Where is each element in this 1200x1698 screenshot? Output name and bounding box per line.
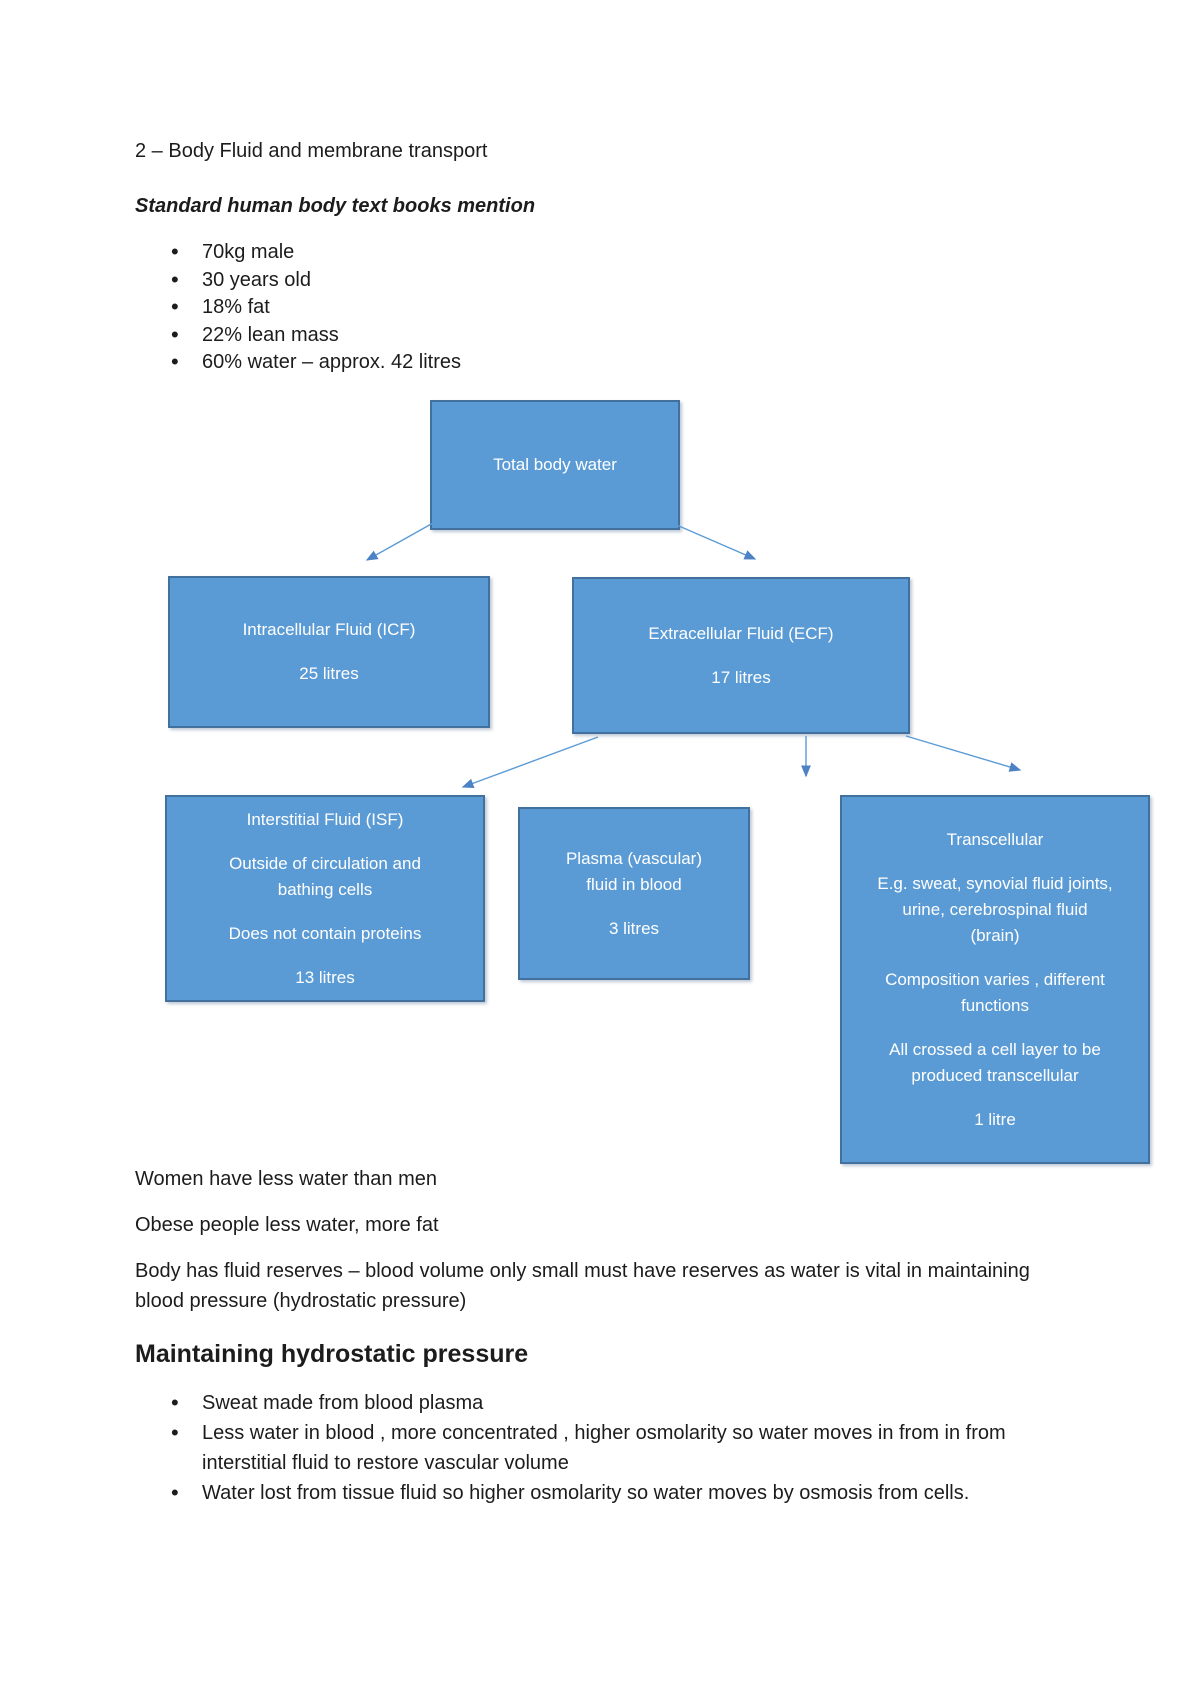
paragraph: Interstitial Fluid (ISF) [246,809,404,829]
paragraph: Obese people less water, more fat [135,1214,439,1236]
section-bullet-list: Sweat made from blood plasmaLess water i… [135,1388,1085,1508]
arrow-ecf-to-transcellular-icon [905,735,1022,772]
arrow-ecf-to-isf-icon [461,736,599,788]
paragraph: 13 litres [295,967,355,987]
paragraph: Body has fluid reserves – blood volume o… [135,1260,1030,1312]
paragraph: Intracellular Fluid (ICF) [242,620,416,639]
diagram-box-total-body-water: Total body water [430,400,680,530]
diagram-box-intracellular-fluid: Intracellular Fluid (ICF) 25 litres [168,576,490,728]
paragraph: Women have less water than men [135,1168,438,1190]
section-heading: Maintaining hydrostatic pressure [135,1340,529,1368]
intro-bullet-list: 70kg male30 years old18% fat22% lean mas… [135,238,1095,377]
paragraph: 3 litres [608,918,660,938]
bullet-item: 18% fat [171,293,1095,322]
arrow-tbw-to-icf-icon [365,522,434,561]
diagram-box-extracellular-fluid: Extracellular Fluid (ECF) 17 litres [572,577,910,734]
bullet-item: 22% lean mass [171,321,1095,350]
paragraph: 17 litres [711,667,771,687]
bullet-item: Water lost from tissue fluid so higher o… [171,1478,1085,1508]
paragraph: E.g. sweat, synovial fluid joints,urine,… [877,873,1113,945]
diagram-box-interstitial-fluid: Interstitial Fluid (ISF) Outside of circu… [165,795,485,1002]
bullet-item: Sweat made from blood plasma [171,1388,1085,1418]
paragraph: Transcellular [946,829,1044,849]
paragraph: Plasma (vascular)fluid in blood [565,848,703,894]
intro-section: 2 – Body Fluid and membrane transport St… [135,138,1095,377]
bullet-item: Less water in blood , more concentrated … [171,1418,1085,1478]
bullet-item: 30 years old [171,266,1095,295]
page-title: 2 – Body Fluid and membrane transport [135,140,488,162]
bullet-item: 70kg male [171,238,1095,267]
paragraph: 1 litre [974,1109,1016,1129]
paragraph: Total body water [493,455,617,474]
arrow-tbw-to-ecf-icon [671,522,757,560]
paragraph: Extracellular Fluid (ECF) [648,623,834,643]
diagram-box-plasma: Plasma (vascular)fluid in blood 3 litres [518,807,750,980]
paragraph: 25 litres [299,664,359,683]
bullet-item: 60% water – approx. 42 litres [171,348,1095,377]
page-subtitle: Standard human body text books mention [135,195,536,217]
paragraph: Does not contain proteins [228,923,422,943]
